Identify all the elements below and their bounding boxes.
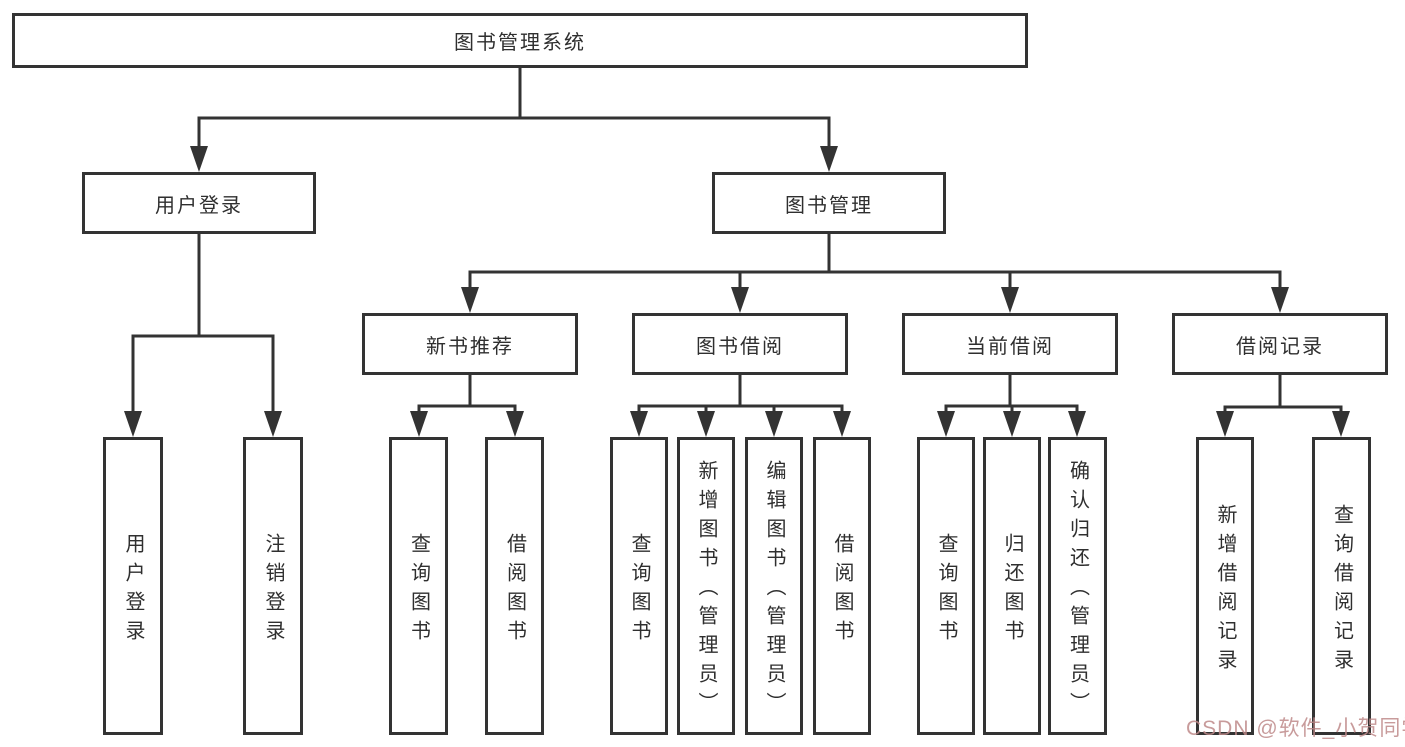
node-book-borrow: 图书借阅 bbox=[632, 313, 848, 375]
connector-borrow-to-leaves bbox=[637, 373, 844, 417]
arrow-down-icon bbox=[1216, 411, 1234, 437]
connector-current-to-leaves bbox=[944, 373, 1079, 417]
arrow-down-icon bbox=[410, 411, 428, 437]
leaf-label: 新增借阅记录 bbox=[1214, 503, 1236, 678]
arrow-down-icon bbox=[264, 411, 282, 437]
connector-newbook-to-leaves bbox=[417, 373, 517, 417]
leaf-borrow-borrow: 借阅图书 bbox=[813, 437, 871, 735]
arrow-down-icon bbox=[506, 411, 524, 437]
leaf-record-query: 查询借阅记录 bbox=[1312, 437, 1371, 735]
node-new-book-recommend: 新书推荐 bbox=[362, 313, 578, 375]
leaf-current-return: 归还图书 bbox=[983, 437, 1041, 735]
leaf-label: 查询图书 bbox=[935, 532, 957, 649]
leaf-newbook-query: 查询图书 bbox=[389, 437, 448, 735]
leaf-label: 注销登录 bbox=[262, 532, 284, 649]
arrow-down-icon bbox=[190, 146, 208, 172]
leaf-newbook-borrow: 借阅图书 bbox=[485, 437, 544, 735]
arrow-down-icon bbox=[1003, 411, 1021, 437]
leaf-label: 用户登录 bbox=[122, 532, 144, 649]
connector-userlogin-to-leaves bbox=[131, 232, 275, 417]
arrow-down-icon bbox=[731, 287, 749, 313]
arrow-down-icon bbox=[765, 411, 783, 437]
leaf-logout: 注销登录 bbox=[243, 437, 303, 735]
leaf-label: 查询图书 bbox=[628, 532, 650, 649]
leaf-label: 借阅图书 bbox=[503, 532, 526, 649]
leaf-record-add: 新增借阅记录 bbox=[1196, 437, 1254, 735]
arrow-down-icon bbox=[820, 146, 838, 172]
node-book-management: 图书管理 bbox=[712, 172, 946, 234]
leaf-current-confirm-admin: 确认归还（管理员） bbox=[1048, 437, 1107, 735]
leaf-label: 查询借阅记录 bbox=[1330, 503, 1353, 678]
leaf-label: 借阅图书 bbox=[831, 532, 853, 649]
connector-root-to-level2 bbox=[197, 66, 831, 152]
arrowheads-borrow-leaves bbox=[630, 411, 851, 437]
arrowheads-level3 bbox=[461, 287, 1289, 313]
arrowheads-record-leaves bbox=[1216, 411, 1350, 437]
arrow-down-icon bbox=[1068, 411, 1086, 437]
arrow-down-icon bbox=[1271, 287, 1289, 313]
connector-bookmgmt-to-level3 bbox=[468, 232, 1282, 293]
arrow-down-icon bbox=[1001, 287, 1019, 313]
arrowheads-level2 bbox=[190, 146, 838, 172]
node-current-borrow: 当前借阅 bbox=[902, 313, 1118, 375]
arrow-down-icon bbox=[937, 411, 955, 437]
leaf-label: 编辑图书（管理员） bbox=[763, 460, 785, 721]
leaf-user-login: 用户登录 bbox=[103, 437, 163, 735]
node-borrow-record: 借阅记录 bbox=[1172, 313, 1388, 375]
csdn-watermark: CSDN @软件_小贺同学 bbox=[1186, 717, 1405, 740]
leaf-current-query: 查询图书 bbox=[917, 437, 975, 735]
arrow-down-icon bbox=[124, 411, 142, 437]
leaf-borrow-edit-admin: 编辑图书（管理员） bbox=[745, 437, 803, 735]
node-user-login: 用户登录 bbox=[82, 172, 316, 234]
arrow-down-icon bbox=[1332, 411, 1350, 437]
arrowheads-current-leaves bbox=[937, 411, 1086, 437]
arrowheads-login-leaves bbox=[124, 411, 282, 437]
arrow-down-icon bbox=[833, 411, 851, 437]
leaf-label: 新增图书（管理员） bbox=[695, 460, 717, 721]
leaf-borrow-add-admin: 新增图书（管理员） bbox=[677, 437, 735, 735]
leaf-borrow-query: 查询图书 bbox=[610, 437, 668, 735]
arrow-down-icon bbox=[697, 411, 715, 437]
arrowheads-newbook-leaves bbox=[410, 411, 524, 437]
arrow-down-icon bbox=[461, 287, 479, 313]
leaf-label: 查询图书 bbox=[407, 532, 430, 649]
leaf-label: 归还图书 bbox=[1001, 532, 1023, 649]
connector-record-to-leaves bbox=[1223, 373, 1343, 417]
leaf-label: 确认归还（管理员） bbox=[1066, 460, 1089, 721]
node-root: 图书管理系统 bbox=[12, 13, 1028, 68]
arrow-down-icon bbox=[630, 411, 648, 437]
